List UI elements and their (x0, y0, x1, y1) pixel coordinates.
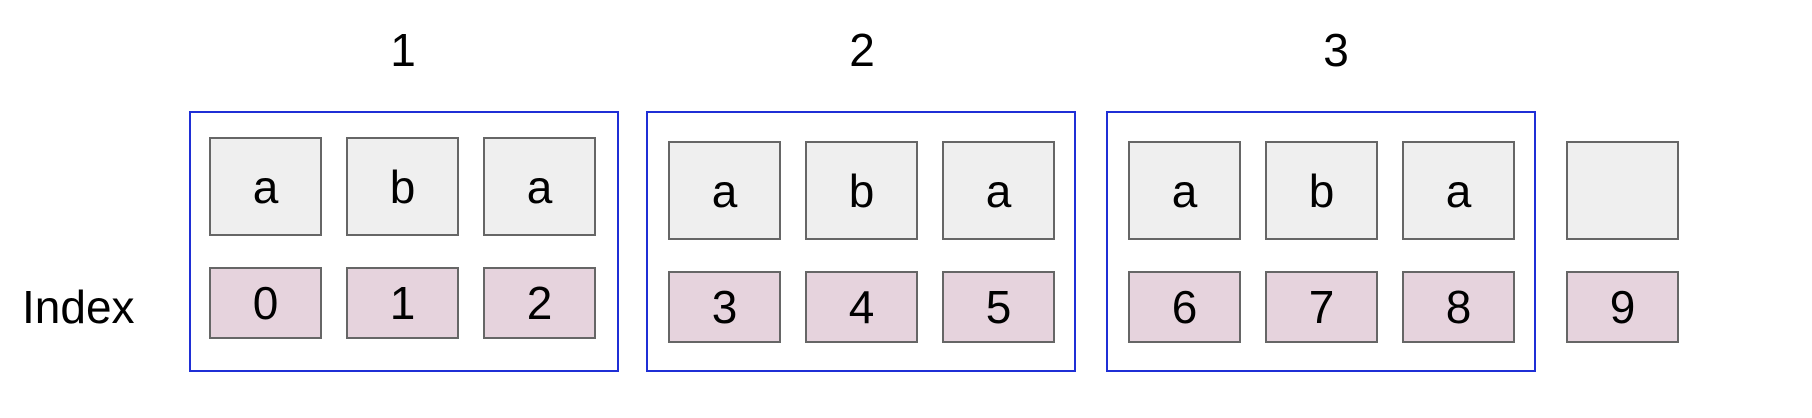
index-cell: 6 (1128, 271, 1241, 343)
index-row-label: Index (22, 281, 135, 333)
index-cell: 0 (209, 267, 322, 339)
char-cell: b (805, 141, 918, 240)
char-cell: a (1402, 141, 1515, 240)
index-cell: 8 (1402, 271, 1515, 343)
index-cell: 5 (942, 271, 1055, 343)
group-box-1 (189, 111, 619, 372)
group-box-2 (646, 111, 1076, 372)
index-cell: 1 (346, 267, 459, 339)
char-cell: a (1128, 141, 1241, 240)
char-cell: b (346, 137, 459, 236)
trailing-char-cell (1566, 141, 1679, 240)
index-cell: 7 (1265, 271, 1378, 343)
trailing-index-cell: 9 (1566, 271, 1679, 343)
group-number-3: 3 (1323, 24, 1349, 76)
char-cell: a (483, 137, 596, 236)
char-cell: a (668, 141, 781, 240)
index-cell: 4 (805, 271, 918, 343)
index-cell: 2 (483, 267, 596, 339)
index-cell: 3 (668, 271, 781, 343)
group-box-3 (1106, 111, 1536, 372)
char-cell: a (209, 137, 322, 236)
char-cell: b (1265, 141, 1378, 240)
char-cell: a (942, 141, 1055, 240)
group-number-1: 1 (390, 24, 416, 76)
group-number-2: 2 (849, 24, 875, 76)
